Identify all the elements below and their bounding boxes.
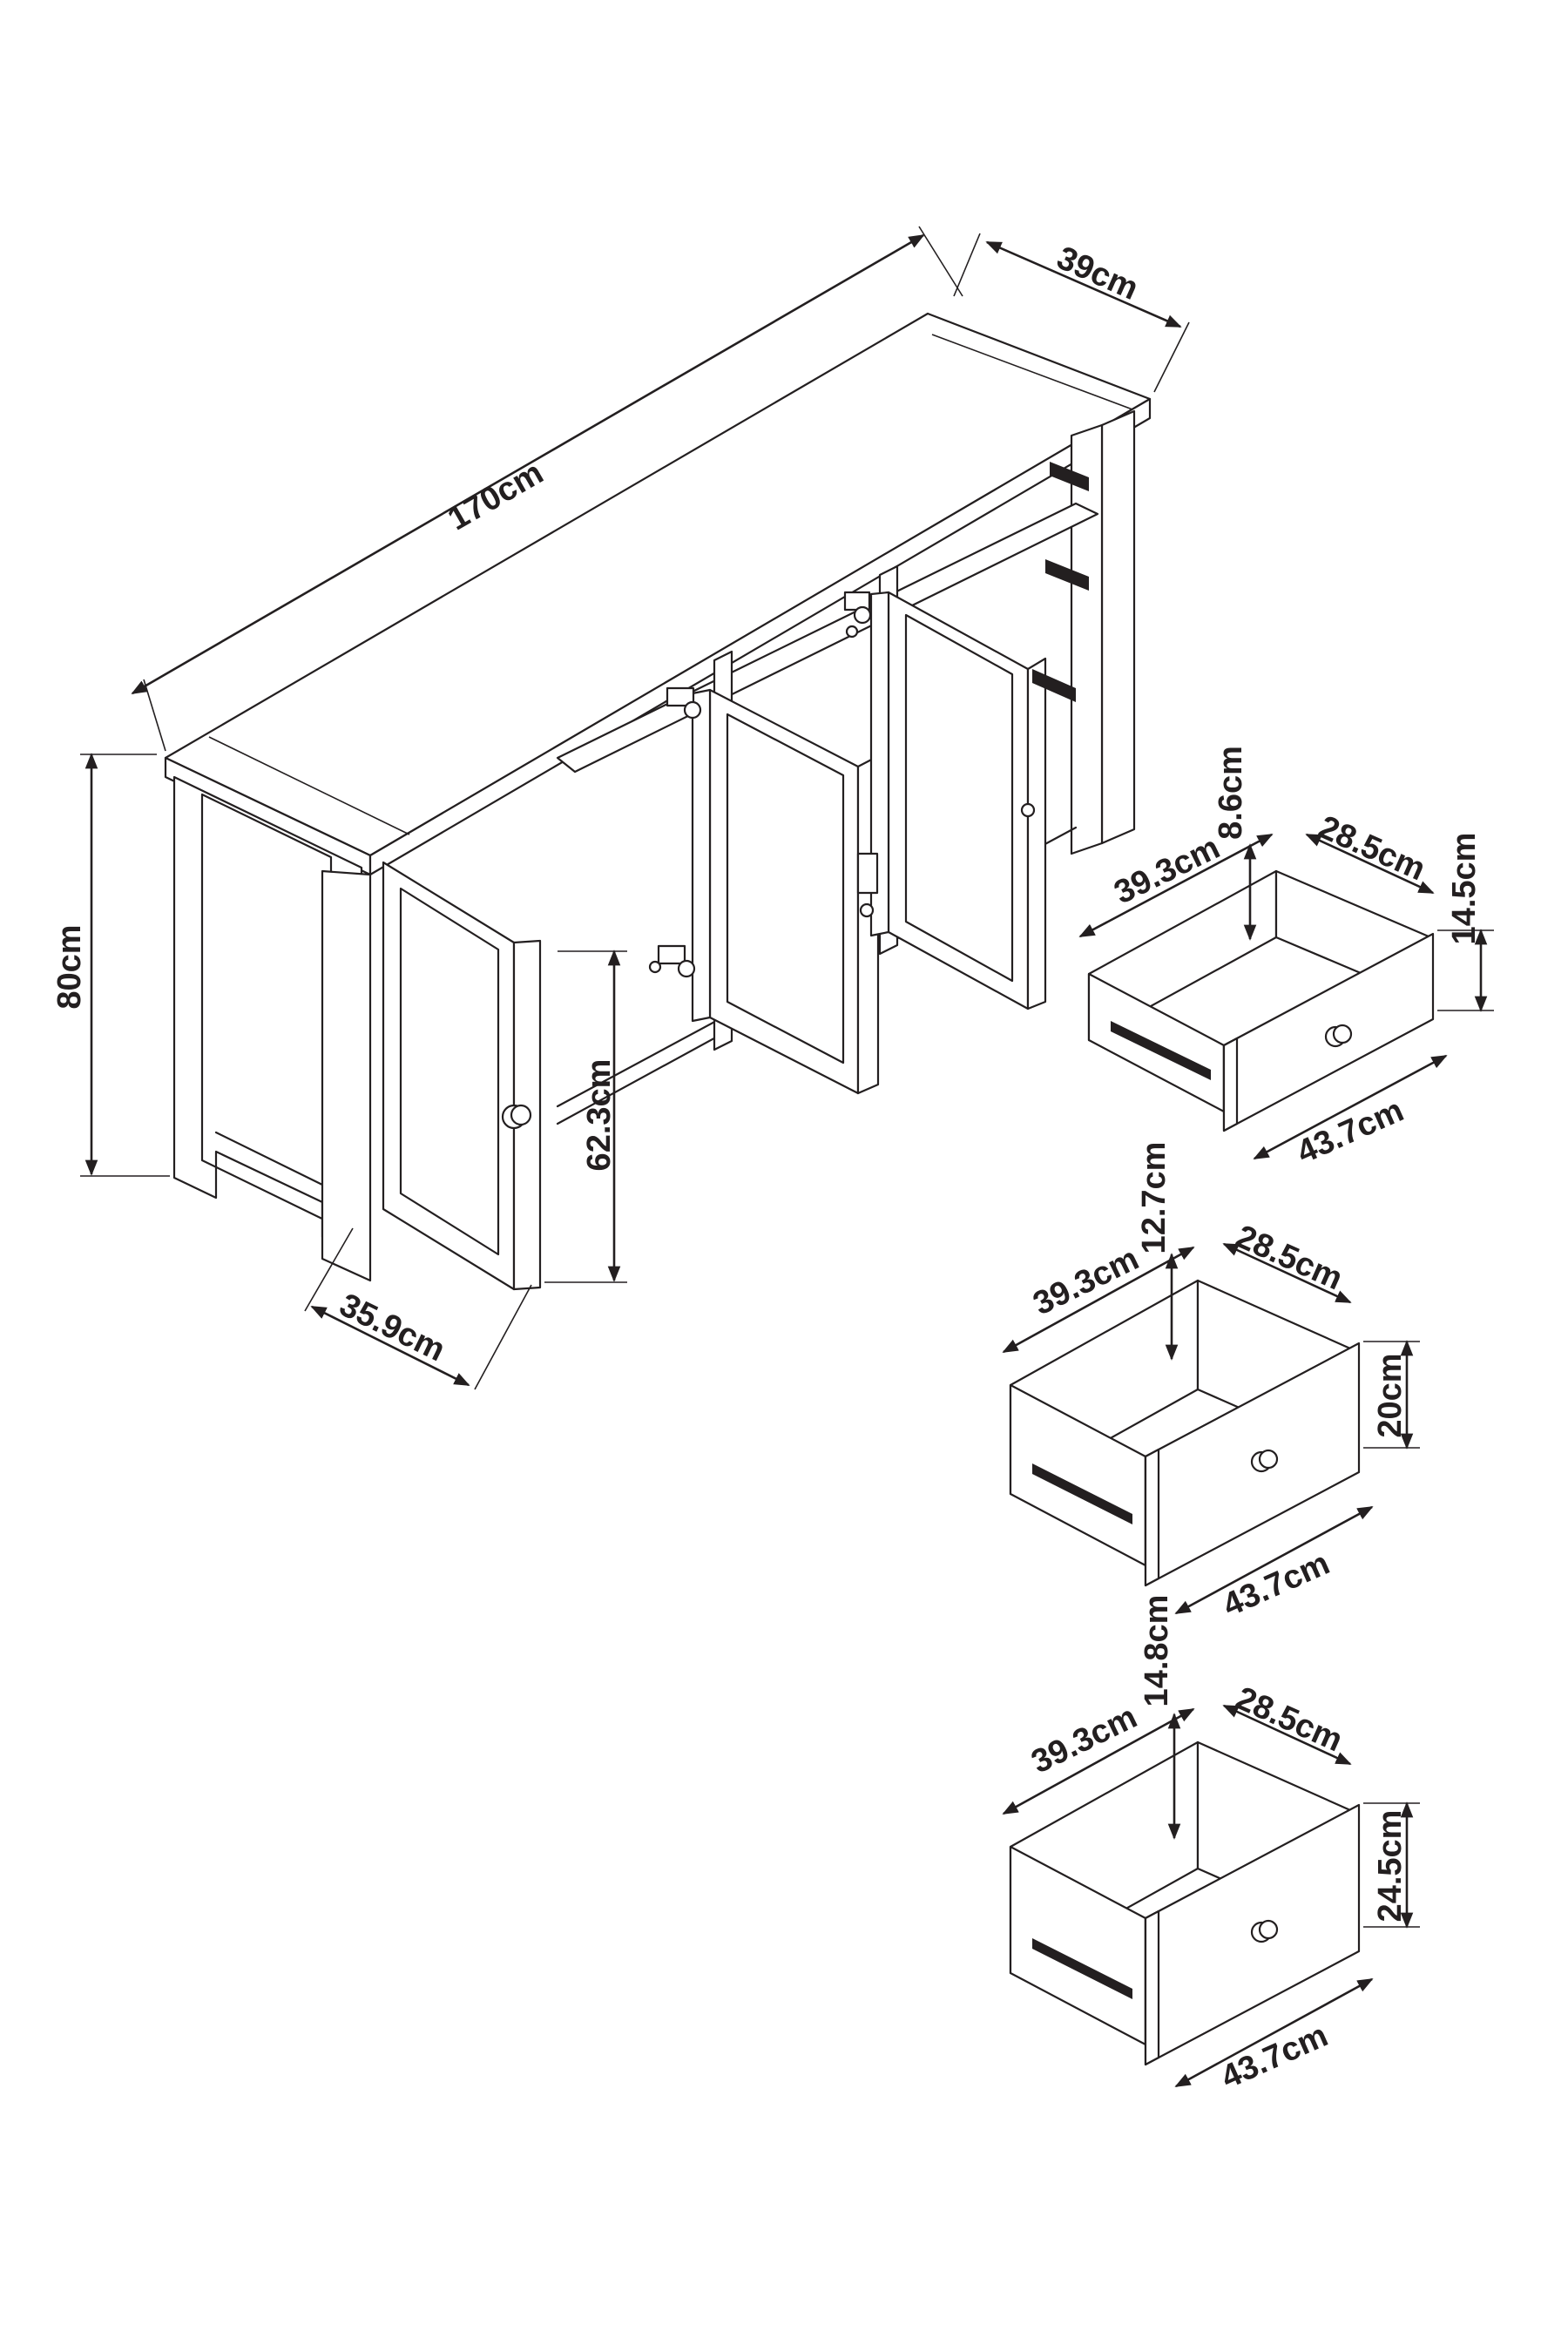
drawer-runners [1032, 462, 1089, 702]
dimension-height-label: 80cm [51, 924, 88, 1009]
dimension-depth-label: 39cm [1051, 240, 1144, 308]
drawer-3-width-label: 28.5cm [1230, 1680, 1348, 1760]
drawer-1-width-label: 28.5cm [1313, 809, 1430, 889]
drawer-3-height-label: 24.5cm [1372, 1810, 1409, 1923]
drawer-2-offset-label: 12.7cm [1136, 1142, 1173, 1254]
drawer-1: 39.3cm 8.6cm 28.5cm 14.5cm 43.7cm [1078, 746, 1494, 1172]
cabinet-door-1 [382, 861, 516, 1291]
drawer-1-length-label: 43.7cm [1292, 1092, 1409, 1172]
drawer-2: 39.3cm 12.7cm 28.5cm 20cm 43.7cm [1002, 1142, 1420, 1625]
dimension-inner-height-label: 62.3cm [581, 1059, 618, 1172]
drawer-3: 39.3cm 14.8cm 28.5cm 24.5cm 43.7cm [1002, 1595, 1420, 2097]
drawer-2-depth-label: 39.3cm [1028, 1240, 1145, 1322]
drawer-2-width-label: 28.5cm [1230, 1219, 1348, 1298]
dimension-width-label: 170cm [442, 455, 549, 538]
dimension-inner-depth-label: 35.9cm [334, 1287, 450, 1369]
drawer-2-length-label: 43.7cm [1218, 1545, 1335, 1625]
drawer-3-offset-label: 14.8cm [1139, 1595, 1175, 1707]
drawer-2-height-label: 20cm [1372, 1353, 1409, 1437]
sideboard-cabinet [164, 312, 1152, 1291]
drawer-1-height-label: 14.5cm [1446, 833, 1483, 945]
drawer-1-offset-label: 8.6cm [1213, 746, 1249, 840]
drawer-1-depth-label: 39.3cm [1109, 829, 1226, 911]
cabinet-door-3 [887, 591, 1030, 1010]
drawer-3-length-label: 43.7cm [1216, 2017, 1334, 2097]
